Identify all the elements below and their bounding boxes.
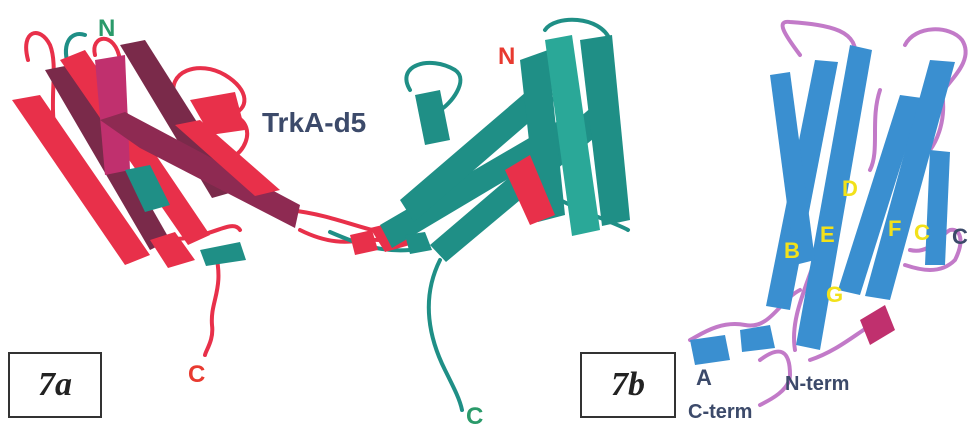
label-c-left: C xyxy=(188,361,205,388)
label-n-left: N xyxy=(98,15,115,42)
label-c-right: C xyxy=(466,403,483,430)
strand-label-a: A xyxy=(696,365,712,390)
strand-label-c: C xyxy=(914,220,930,245)
panel-a-title: TrkA-d5 xyxy=(262,107,366,138)
strand-label-b: B xyxy=(784,238,800,263)
panel-a-structure xyxy=(12,20,630,410)
label-c-side: C xyxy=(952,224,968,249)
label-n-right: N xyxy=(498,43,515,70)
panel-b-structure xyxy=(690,22,966,405)
label-c-term: C-term xyxy=(688,401,752,423)
strand-label-e: E xyxy=(820,222,835,247)
strand-label-g: G xyxy=(826,282,843,307)
panel-b-box-label: 7b xyxy=(580,352,676,418)
strand-label-f: F xyxy=(888,216,901,241)
label-n-term: N-term xyxy=(785,373,849,395)
panel-a-box-label: 7a xyxy=(8,352,102,418)
strand-label-d: D xyxy=(842,176,858,201)
